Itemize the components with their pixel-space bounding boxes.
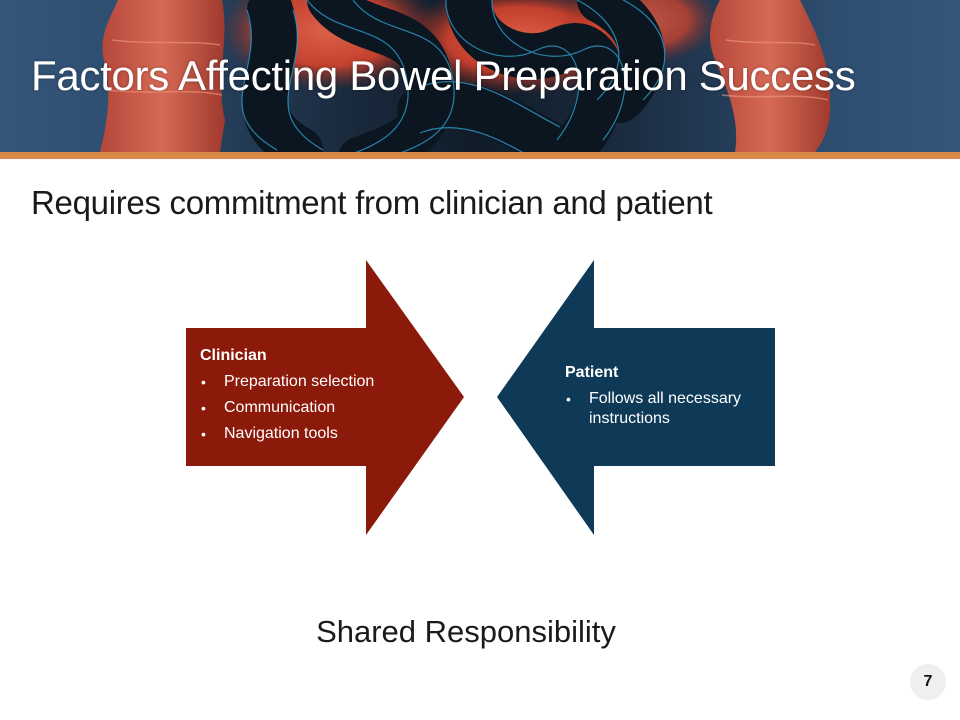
list-item-label: Preparation selection [224,373,375,390]
bullet-icon: • [566,391,571,407]
accent-divider [0,152,960,159]
list-item: • Navigation tools [200,424,430,444]
clinician-heading: Clinician [200,347,267,364]
list-item-label: Communication [224,399,336,416]
title-banner: Factors Affecting Bowel Preparation Succ… [0,0,960,152]
list-item: • Communication [200,398,430,418]
list-item-label: Follows all necessary instructions [589,390,742,427]
clinician-arrow: Clinician • Preparation selection • Comm… [186,260,464,535]
list-item: • Preparation selection [200,372,430,392]
bullet-icon: • [201,426,206,442]
page-number-badge: 7 [910,664,946,700]
patient-heading: Patient [565,364,619,381]
arrow-left-icon [497,260,775,535]
bullet-icon: • [201,374,206,390]
slide-subtitle: Requires commitment from clinician and p… [31,184,713,221]
intestine-illustration-icon [100,0,831,152]
patient-list: • Follows all necessary instructions [565,389,770,429]
patient-arrow: Patient • Follows all necessary instruct… [497,260,775,535]
shared-responsibility-caption: Shared Responsibility [316,614,616,649]
list-item: • Follows all necessary instructions [565,389,770,429]
slide-title: Factors Affecting Bowel Preparation Succ… [31,52,856,99]
arrow-right-icon [186,260,464,535]
clinician-list: • Preparation selection • Communication … [200,372,430,444]
clinician-content: Clinician • Preparation selection • Comm… [200,346,430,450]
patient-content: Patient • Follows all necessary instruct… [565,363,770,435]
list-item-label: Navigation tools [224,425,338,442]
bullet-icon: • [201,400,206,416]
